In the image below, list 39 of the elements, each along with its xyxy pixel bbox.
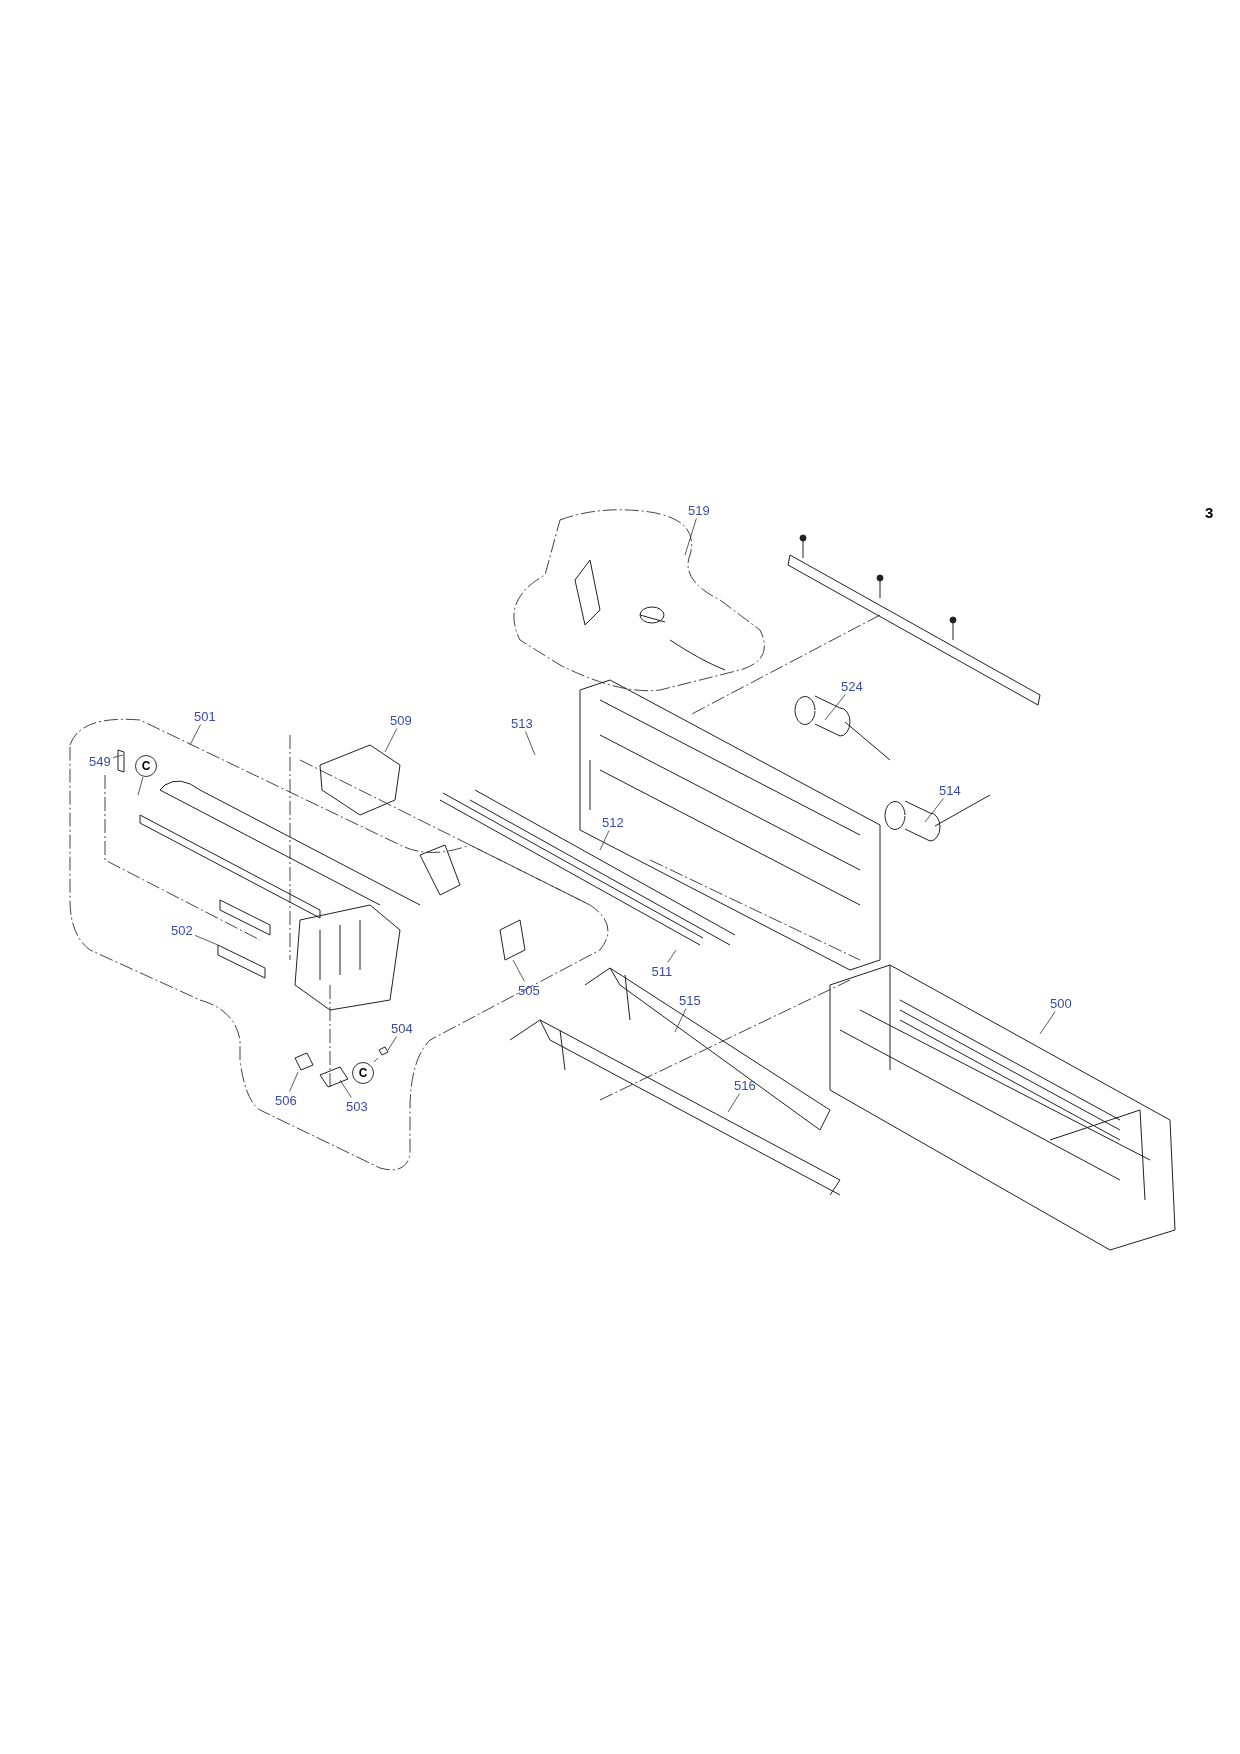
callout-number: 502 (169, 921, 195, 939)
leader-line (924, 798, 944, 823)
callout-number: 501 (192, 707, 218, 725)
callout-number: 511 (649, 962, 675, 980)
leader-line (674, 1008, 687, 1033)
leader-line (387, 1036, 397, 1051)
callout-number: 504 (389, 1019, 415, 1037)
callout-number: 514 (937, 781, 963, 799)
leader-line (189, 724, 201, 746)
callout-number: 515 (677, 991, 703, 1009)
leader-line (525, 731, 536, 756)
leader-line (667, 949, 677, 963)
leader-line (339, 1079, 352, 1098)
connection-mark: C (352, 1062, 374, 1084)
callout-number: 524 (839, 677, 865, 695)
leader-line (137, 776, 144, 796)
leader-line (194, 935, 219, 946)
leader-line (289, 1071, 299, 1092)
callout-number: 506 (273, 1091, 299, 1109)
callout-number: 516 (732, 1076, 758, 1094)
leader-line (1039, 1011, 1056, 1035)
leader-line (512, 959, 525, 982)
callout-number: 500 (1048, 994, 1074, 1012)
callout-number: 505 (516, 981, 542, 999)
connection-mark: C (135, 755, 157, 777)
callout-number: 512 (600, 813, 626, 831)
callout-number: 513 (509, 714, 535, 732)
callout-number: 519 (686, 501, 712, 519)
callout-number: 509 (388, 711, 414, 729)
callout-number: 503 (344, 1097, 370, 1115)
leader-line (684, 518, 697, 556)
leader-line (373, 1057, 379, 1063)
leader-line (727, 1093, 740, 1113)
leader-line (824, 694, 846, 721)
leader-line (599, 830, 610, 851)
leader-line (112, 754, 124, 758)
page-number: 3 (1205, 504, 1214, 521)
leader-line (384, 728, 398, 753)
callout-number: 549 (87, 752, 113, 770)
